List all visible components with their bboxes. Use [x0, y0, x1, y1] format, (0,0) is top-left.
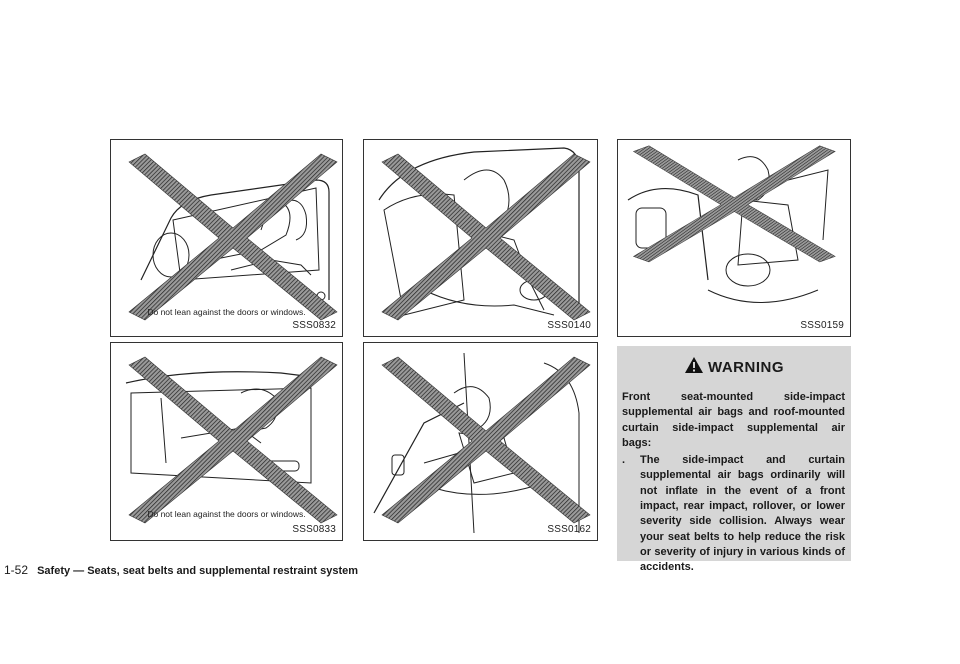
figure-sss0159: SSS0159 [617, 139, 851, 337]
warning-bullet: . The side-impact and curtain supplement… [622, 453, 845, 575]
warning-box: WARNING Front seat-mounted side-impact s… [617, 346, 851, 573]
figure-code: SSS0833 [292, 524, 336, 535]
illustration-child-seat-belt [373, 352, 591, 534]
figure-sss0162: SSS0162 [363, 342, 598, 541]
figure-code: SSS0140 [547, 320, 591, 331]
illustration-child-on-lap [627, 145, 836, 303]
figure-sss0833: Do not lean against the doors or windows… [110, 342, 343, 541]
illustration-lean-on-door-2 [125, 356, 338, 524]
illustration-lean-on-door-1 [128, 153, 338, 321]
figure-code: SSS0832 [292, 320, 336, 331]
page-footer: 1-52 Safety — Seats, seat belts and supp… [4, 563, 358, 577]
bullet-mark: . [622, 454, 626, 467]
warning-triangle-icon [684, 356, 704, 379]
figure-caption: Do not lean against the doors or windows… [147, 307, 306, 317]
section-title: Safety — Seats, seat belts and supplemen… [37, 565, 359, 577]
figure-sss0140: SSS0140 [363, 139, 598, 337]
warning-body: Front seat-mounted side-impact supplemen… [622, 390, 845, 576]
warning-intro: Front seat-mounted side-impact supplemen… [622, 391, 845, 449]
page-number: 1-52 [4, 563, 29, 577]
bullet-text: The side-impact and curtain supplemental… [640, 454, 845, 574]
warning-title: WARNING [708, 359, 784, 376]
figure-caption: Do not lean against the doors or windows… [147, 509, 306, 519]
warning-header: WARNING [617, 356, 851, 380]
figure-code: SSS0162 [547, 524, 591, 535]
figure-sss0832: Do not lean against the doors or windows… [110, 139, 343, 337]
illustration-rear-seat-passenger [378, 147, 591, 321]
figure-code: SSS0159 [800, 320, 844, 331]
